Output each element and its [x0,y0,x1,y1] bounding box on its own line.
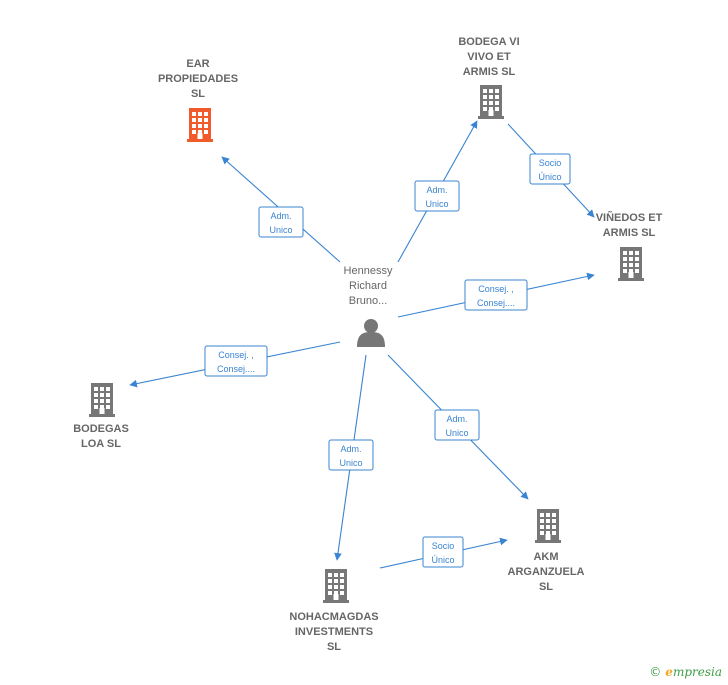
node-label: SL [539,581,553,593]
building-icon [618,247,644,281]
node-label: SL [191,88,205,100]
relation-label-text: Socio [432,541,455,551]
node-ear[interactable]: EAR PROPIEDADES SL [158,58,238,142]
node-label: Bruno... [349,295,388,307]
building-icon [535,509,561,543]
relation-label-box [204,345,268,377]
node-loa[interactable]: BODEGAS LOA SL [73,383,129,450]
node-label: AKM [533,551,558,563]
node-label: SL [327,641,341,653]
relation-label-text: Unico [339,458,362,468]
copyright-icon: © [649,665,662,679]
node-label: VIVO ET [467,51,511,63]
relation-label[interactable]: Consej. , Consej.... [204,345,268,377]
edge-person-to-vinedos: Consej. , Consej.... [397,272,595,318]
node-label: PROPIEDADES [158,73,238,85]
empresia-logo[interactable]: ©empresia [649,665,722,679]
node-label: Hennessy [344,265,393,277]
relation-label-box [434,409,480,441]
edge-person-to-akm: Adm. Unico [387,354,529,500]
edge-person-to-bodega: Adm. Unico [397,120,478,263]
relation-label-box [464,279,528,311]
node-label: NOHACMAGDAS [289,611,378,623]
node-label: INVESTMENTS [295,626,373,638]
node-label: LOA SL [81,438,121,450]
relation-label-text: Unico [425,199,448,209]
node-label: EAR [186,58,209,70]
brand-initial: e [665,665,673,679]
relation-label[interactable]: Adm. Unico [328,439,374,471]
relation-label-text: Unico [445,428,468,438]
relation-label-text: Único [431,555,454,565]
building-icon [478,85,504,119]
relation-label-box [328,439,374,471]
relation-label-text: Consej. , [218,350,254,360]
node-vinedos[interactable]: VIÑEDOS ET ARMIS SL [596,211,663,281]
node-person[interactable]: HennessyRichardBruno... [344,265,393,347]
node-label: VIÑEDOS ET [596,211,663,224]
edge-person-to-ear: Adm. Unico [221,156,341,263]
building-icon [323,569,349,603]
relation-label-text: Adm. [446,414,467,424]
relation-label[interactable]: Consej. , Consej.... [464,279,528,311]
relation-label-text: Socio [539,158,562,168]
node-bodega[interactable]: BODEGA VI VIVO ET ARMIS SL [458,36,520,119]
relation-label-text: Consej.... [217,364,255,374]
relation-label[interactable]: Adm. Unico [414,180,460,212]
relation-label-text: Adm. [340,444,361,454]
relation-label-text: Consej.... [477,298,515,308]
node-label: ARMIS SL [463,66,516,78]
node-noha[interactable]: NOHACMAGDAS INVESTMENTS SL [289,569,379,653]
relation-label[interactable]: Adm. Unico [258,206,304,238]
node-label: ARGANZUELA [508,566,585,578]
relation-label-box [414,180,460,212]
node-label: Richard [349,280,387,292]
relation-label-box [258,206,304,238]
relation-label-text: Consej. , [478,284,514,294]
node-label: BODEGAS [73,423,129,435]
relation-label-box [529,153,571,185]
node-label: ARMIS SL [603,227,656,239]
person-icon [357,319,385,347]
building-icon [89,383,115,417]
relation-label-box [422,536,464,568]
building-icon [187,108,213,142]
brand-name: mpresia [672,665,722,679]
relation-label-text: Adm. [426,185,447,195]
edge-person-to-loa: Consej. , Consej.... [129,341,341,388]
relation-label[interactable]: Adm. Unico [434,409,480,441]
node-label: BODEGA VI [458,36,519,48]
node-akm[interactable]: AKM ARGANZUELA SL [508,509,585,593]
relation-label-text: Unico [269,225,292,235]
edge-person-to-noha: Adm. Unico [328,354,374,561]
relation-label-text: Único [538,172,561,182]
relation-label-text: Adm. [270,211,291,221]
